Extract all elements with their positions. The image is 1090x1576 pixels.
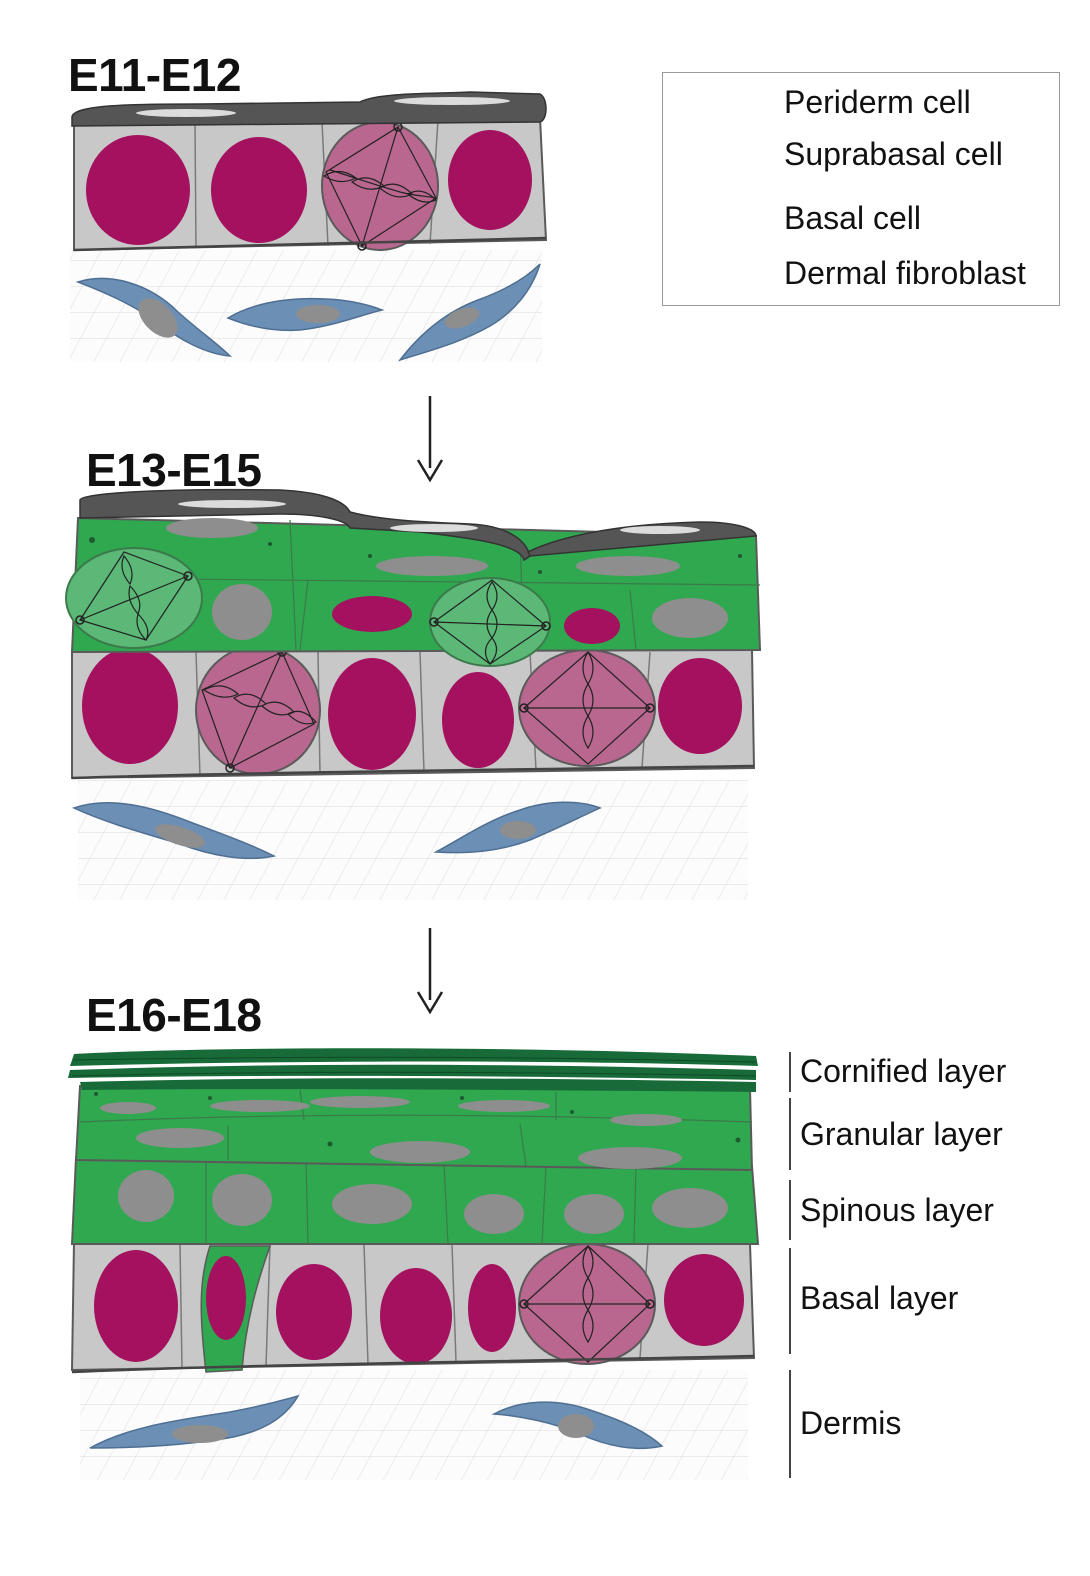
stage-title-e11-e12: E11-E12 xyxy=(68,49,241,101)
fibroblast-nucleus xyxy=(296,305,340,323)
basal-nucleus xyxy=(86,135,190,245)
legend-label-suprabasal: Suprabasal cell xyxy=(784,136,1003,172)
stage-title-e13-e15: E13-E15 xyxy=(86,444,262,496)
legend-label-fibroblast: Dermal fibroblast xyxy=(784,255,1026,291)
stage-3-tissue xyxy=(68,1048,760,1480)
layer-bracket-dermis xyxy=(789,1370,791,1478)
fibroblast-icon xyxy=(89,1394,300,1449)
legend-label-basal: Basal cell xyxy=(784,200,921,236)
legend-label-periderm: Periderm cell xyxy=(784,84,971,120)
dividing-suprabasal-cell xyxy=(429,577,551,667)
fibroblast-nucleus xyxy=(138,298,178,338)
stage-2-tissue xyxy=(65,488,762,900)
fibroblast-group-1 xyxy=(75,263,541,362)
layer-label-basal: Basal layer xyxy=(800,1280,959,1316)
dividing-basal-cell xyxy=(321,121,439,251)
basal-nucleus xyxy=(211,137,307,243)
arrow-down-icon xyxy=(416,396,444,483)
layer-bracket-basal xyxy=(789,1248,791,1354)
dividing-suprabasal-cell xyxy=(65,547,203,649)
layer-label-spinous: Spinous layer xyxy=(800,1192,994,1228)
dividing-basal-cell xyxy=(518,649,656,767)
dividing-basal-cell xyxy=(518,1243,656,1365)
layer-label-dermis: Dermis xyxy=(800,1405,902,1441)
arrow-down-icon xyxy=(416,928,444,1015)
periderm-layer xyxy=(79,488,531,562)
layer-bracket-spinous xyxy=(789,1180,791,1240)
legend xyxy=(662,72,1060,306)
layer-bracket-cornified xyxy=(789,1052,791,1092)
periderm-layer xyxy=(71,91,547,127)
layer-label-granular: Granular layer xyxy=(800,1116,1003,1152)
dividing-basal-cell xyxy=(195,645,321,775)
layer-label-cornified: Cornified layer xyxy=(800,1053,1007,1089)
stage-title-e16-e18: E16-E18 xyxy=(86,989,262,1041)
layer-bracket-granular xyxy=(789,1098,791,1170)
basal-nucleus xyxy=(448,130,532,230)
stage-1-tissue xyxy=(70,91,548,362)
fibroblast-nucleus xyxy=(444,307,480,329)
